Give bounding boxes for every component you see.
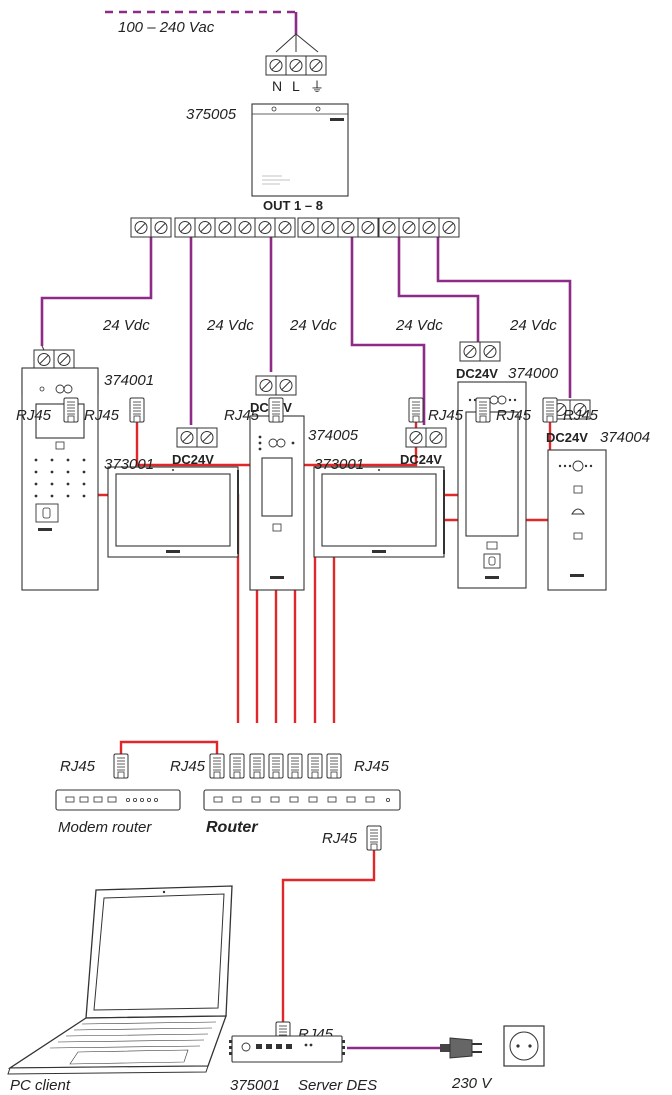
server-code-label: 375001	[230, 1077, 280, 1094]
terminal-n-label: N	[272, 78, 282, 94]
plug-voltage-label: 230 V	[451, 1075, 493, 1092]
device-374000-code: 374000	[508, 365, 559, 382]
vdc-label-3: 24 Vdc	[289, 317, 337, 334]
device-rj45-connectors	[63, 397, 558, 423]
device-374001-code: 374001	[104, 372, 154, 389]
power-wiring	[40, 10, 572, 1050]
terminal-earth-label: ⏚	[310, 79, 324, 95]
device-373001-b-code: 373001	[314, 456, 364, 473]
device-374005	[249, 415, 305, 591]
modem-router	[55, 789, 181, 811]
device-373001-a-dc-label: DC24V	[172, 452, 214, 467]
power-supply-unit	[251, 103, 349, 197]
modem-rj45-connector	[113, 753, 129, 779]
device-374000-connector	[459, 341, 501, 362]
device-374001	[21, 367, 99, 591]
device-374005-connector	[255, 375, 297, 396]
router-uplink-rj45-label: RJ45	[322, 830, 358, 847]
vdc-label-5: 24 Vdc	[509, 317, 557, 334]
router	[203, 789, 401, 811]
device-373001-a-code: 373001	[104, 456, 154, 473]
router-rj45-label-left: RJ45	[170, 758, 206, 775]
wall-socket-icon	[503, 1025, 545, 1067]
device-374004-dc-label: DC24V	[546, 430, 588, 445]
device-373001-b	[313, 466, 445, 558]
output-terminal-strip	[130, 217, 460, 238]
server-des	[229, 1035, 345, 1063]
vdc-label-1: 24 Vdc	[102, 317, 150, 334]
device-374001-connector	[33, 345, 75, 370]
router-rj45-connectors	[209, 753, 342, 779]
rj45-label-2: RJ45	[84, 407, 120, 424]
router-label: Router	[206, 819, 258, 836]
terminal-l-label: L	[292, 78, 300, 94]
rj45-label-4: RJ45	[428, 407, 464, 424]
device-374000	[457, 381, 527, 589]
server-name-label: Server DES	[298, 1077, 377, 1094]
vdc-label-4: 24 Vdc	[395, 317, 443, 334]
pc-client-label: PC client	[10, 1077, 71, 1094]
mains-input-label: 100 – 240 Vac	[118, 19, 215, 36]
power-plug-icon	[440, 1037, 482, 1059]
rj45-label-6: RJ45	[563, 407, 599, 424]
vdc-label-2: 24 Vdc	[206, 317, 254, 334]
power-supply-code: 375005	[186, 106, 237, 123]
rj45-label-5: RJ45	[496, 407, 532, 424]
device-374004-code: 374004	[600, 429, 650, 446]
device-374000-dc-label: DC24V	[456, 366, 498, 381]
router-uplink-rj45	[366, 825, 382, 851]
mains-terminal-block	[265, 33, 327, 76]
modem-rj45-label: RJ45	[60, 758, 96, 775]
rj45-label-1: RJ45	[16, 407, 52, 424]
device-373001-a-connector	[176, 427, 218, 448]
device-373001-b-connector	[405, 427, 447, 448]
modem-router-label: Modem router	[58, 819, 152, 836]
laptop-icon	[7, 885, 233, 1075]
device-373001-a	[107, 466, 239, 558]
device-374005-code: 374005	[308, 427, 359, 444]
router-rj45-label-right: RJ45	[354, 758, 390, 775]
rj45-label-3: RJ45	[224, 407, 260, 424]
device-373001-b-dc-label: DC24V	[400, 452, 442, 467]
power-supply-outputs-label: OUT 1 – 8	[263, 198, 323, 213]
device-374004	[547, 449, 607, 591]
